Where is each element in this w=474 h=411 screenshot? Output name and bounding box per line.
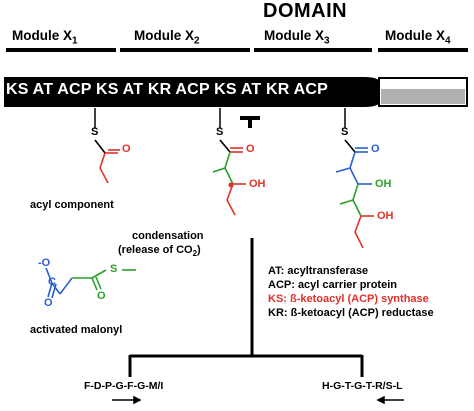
right-sequence-arrow	[376, 395, 404, 405]
module2-product-molecule	[212, 139, 246, 216]
legend-at: AT: acyltransferase	[268, 265, 369, 277]
module-x4-label: Module X4	[385, 28, 451, 47]
acyl-component-caption: acyl component	[30, 199, 114, 211]
module-x3-label: Module X3	[264, 28, 330, 47]
m2-hydroxyl: OH	[249, 178, 266, 190]
module-x2-label: Module X2	[134, 28, 200, 47]
module-x4-sub: 4	[445, 35, 451, 47]
activated-malonyl-molecule	[45, 267, 136, 299]
module-x4-underline	[378, 48, 468, 52]
malonyl-carbon: C	[48, 276, 56, 288]
m3-ketone-oxygen: O	[371, 143, 380, 155]
malonyl-o-minus-sign: -	[38, 257, 42, 269]
m2-ketone-oxygen: O	[246, 143, 255, 155]
malonyl-ketone-o: O	[97, 290, 106, 302]
condensation-text: (release of CO	[118, 244, 193, 256]
module-x1-label: Module X1	[12, 28, 78, 47]
t-marker-stem	[248, 116, 252, 128]
condensation-caption-2: (release of CO2)	[118, 244, 201, 258]
left-sequence-arrow	[112, 395, 142, 405]
acyl-oxygen: O	[122, 143, 131, 155]
acp2-sulfur: S	[216, 126, 224, 138]
malonyl-o-minus-atom: O	[41, 257, 51, 269]
malonyl-sulfur: S	[110, 263, 118, 275]
malonyl-carboxyl-o: O	[44, 297, 53, 309]
legend-kr: KR: ß-ketoacyl (ACP) reductase	[268, 307, 434, 319]
legend-acp: ACP: acyl carrier protein	[268, 279, 397, 291]
module-x1-underline	[6, 48, 116, 52]
module3-product-molecule	[335, 139, 374, 249]
malonyl-carboxylate-o: -O	[38, 257, 50, 269]
acp1-sulfur: S	[91, 126, 99, 138]
activated-malonyl-caption: activated malonyl	[30, 324, 123, 336]
domain-title: DOMAIN	[263, 0, 348, 22]
module-x3-underline	[254, 48, 372, 52]
condensation-caption-1: condensation	[132, 230, 204, 242]
right-motif-sequence: H-G-T-G-T-R/S-L	[322, 380, 403, 392]
module-x3-name: Module X	[264, 28, 324, 43]
condensation-co2-sub: 2	[192, 249, 198, 259]
left-motif-sequence: F-D-P-G-F-G-M/I	[84, 380, 164, 392]
module-x2-name: Module X	[134, 28, 194, 43]
module-x1-name: Module X	[12, 28, 72, 43]
domain-bar	[4, 77, 385, 107]
m3-hydroxyl-2: OH	[377, 210, 394, 222]
acyl-component-molecule	[94, 139, 120, 184]
module-x2-underline	[120, 48, 250, 52]
module-x3-sub: 3	[324, 35, 330, 47]
m3-hydroxyl-1: OH	[375, 178, 392, 190]
legend-ks: KS: ß-ketoacyl (ACP) synthase	[268, 293, 429, 305]
module-x2-sub: 2	[194, 35, 200, 47]
acp3-sulfur: S	[341, 126, 349, 138]
module-x4-box-fill	[381, 89, 465, 104]
module-x4-name: Module X	[385, 28, 445, 43]
module-x1-sub: 1	[72, 35, 78, 47]
domain-bar-label: KS AT ACP KS AT KR ACP KS AT KR ACP	[6, 81, 328, 98]
condensation-close: )	[197, 244, 201, 256]
